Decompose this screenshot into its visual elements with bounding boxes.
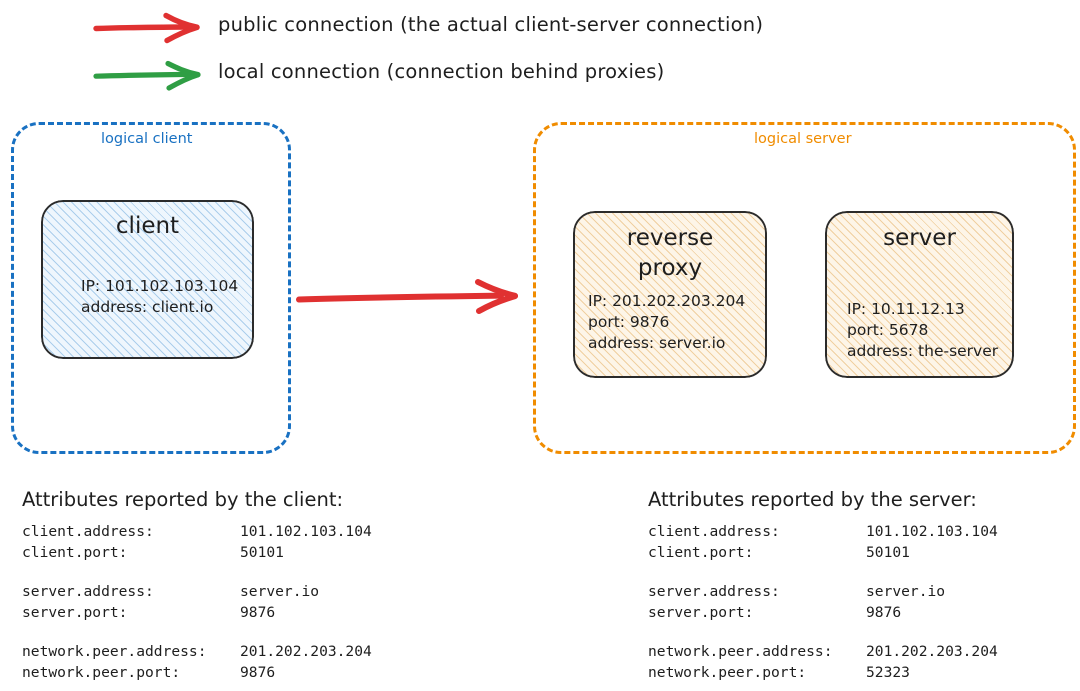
attr-key: client.port: [22,543,128,561]
attributes-client-tbody: client.address: 101.102.103.104 client.p… [22,522,372,683]
node-client-fill [41,200,254,359]
table-row: client.address: 101.102.103.104 [22,522,372,543]
attr-value: 50101 [866,543,910,561]
node-client-ip: IP: 101.102.103.104 [81,277,239,295]
attr-value: 9876 [866,603,902,621]
attr-value: 9876 [240,663,276,681]
attr-value: 101.102.103.104 [240,523,372,540]
node-reverse-proxy-address: address: server.io [588,334,726,352]
legend-local-label: local connection (connection behind prox… [218,60,665,83]
attributes-client-heading: Attributes reported by the client: [22,488,344,511]
node-server-address: address: the-server [847,342,999,360]
table-row-spacer [648,563,998,582]
node-reverse-proxy-port: port: 9876 [588,313,670,331]
public-connection-arrow-icon [295,277,527,321]
attributes-server-panel: Attributes reported by the server: clien… [648,487,998,683]
attr-value: 9876 [240,603,276,621]
table-row: server.address: server.io [22,582,372,603]
table-row: server.port: 9876 [22,603,372,624]
attributes-server-tbody: client.address: 101.102.103.104 client.p… [648,522,998,683]
attr-value: server.io [240,583,320,600]
attributes-server-heading: Attributes reported by the server: [648,488,977,511]
table-row-spacer [22,563,372,582]
node-server-fill [825,211,1014,378]
attr-key: server.address: [648,583,780,600]
node-reverse-proxy-title-line1: reverse [626,225,714,251]
node-server[interactable]: server IP: 10.11.12.13 port: 5678 addres… [825,211,1014,378]
attr-key: server.address: [22,583,154,600]
attr-value: 101.102.103.104 [866,523,998,540]
node-reverse-proxy-title-line2: proxy [637,255,703,281]
logical-client-zone [11,122,291,454]
logical-client-caption: logical client [96,130,198,148]
attr-key: server.port: [22,603,128,621]
attr-key: network.peer.port: [22,663,181,681]
attr-value: 50101 [240,543,284,561]
attr-key: client.port: [648,543,754,561]
attr-value: 201.202.203.204 [240,643,372,660]
node-server-title: server [883,225,956,251]
attributes-server-table: client.address: 101.102.103.104 client.p… [648,522,998,683]
table-row: client.port: 50101 [22,543,372,564]
table-row: network.peer.address: 201.202.203.204 [648,642,998,663]
table-row: client.address: 101.102.103.104 [648,522,998,543]
attributes-client-panel: Attributes reported by the client: clien… [22,487,372,683]
node-reverse-proxy-ip: IP: 201.202.203.204 [588,292,746,310]
attr-key: server.port: [648,603,754,621]
table-row-spacer [648,623,998,642]
logical-server-zone [533,122,1076,454]
logical-server-caption: logical server [749,130,857,148]
attr-key: network.peer.address: [22,643,207,660]
attr-value: 52323 [866,663,910,681]
attr-value: 201.202.203.204 [866,643,998,660]
node-client[interactable]: client IP: 101.102.103.104 address: clie… [41,200,254,359]
node-client-title: client [115,213,180,239]
node-server-ip: IP: 10.11.12.13 [847,300,965,318]
legend-public-arrow-icon [92,10,204,50]
attr-key: client.address: [648,523,780,540]
node-server-port: port: 5678 [847,321,929,339]
node-client-address: address: client.io [81,298,214,316]
attributes-client-table: client.address: 101.102.103.104 client.p… [22,522,372,683]
attr-key: network.peer.address: [648,643,833,660]
attr-value: server.io [866,583,946,600]
node-reverse-proxy[interactable]: reverse proxy IP: 201.202.203.204 port: … [573,211,767,378]
node-reverse-proxy-fill [573,211,767,378]
attr-key: client.address: [22,523,154,540]
table-row: network.peer.port: 52323 [648,663,998,684]
attr-key: network.peer.port: [648,663,807,681]
legend-public-label: public connection (the actual client-ser… [218,13,764,36]
table-row: server.address: server.io [648,582,998,603]
table-row-spacer [22,623,372,642]
table-row: network.peer.port: 9876 [22,663,372,684]
table-row: server.port: 9876 [648,603,998,624]
legend-local-arrow-icon [92,57,204,97]
table-row: network.peer.address: 201.202.203.204 [22,642,372,663]
table-row: client.port: 50101 [648,543,998,564]
